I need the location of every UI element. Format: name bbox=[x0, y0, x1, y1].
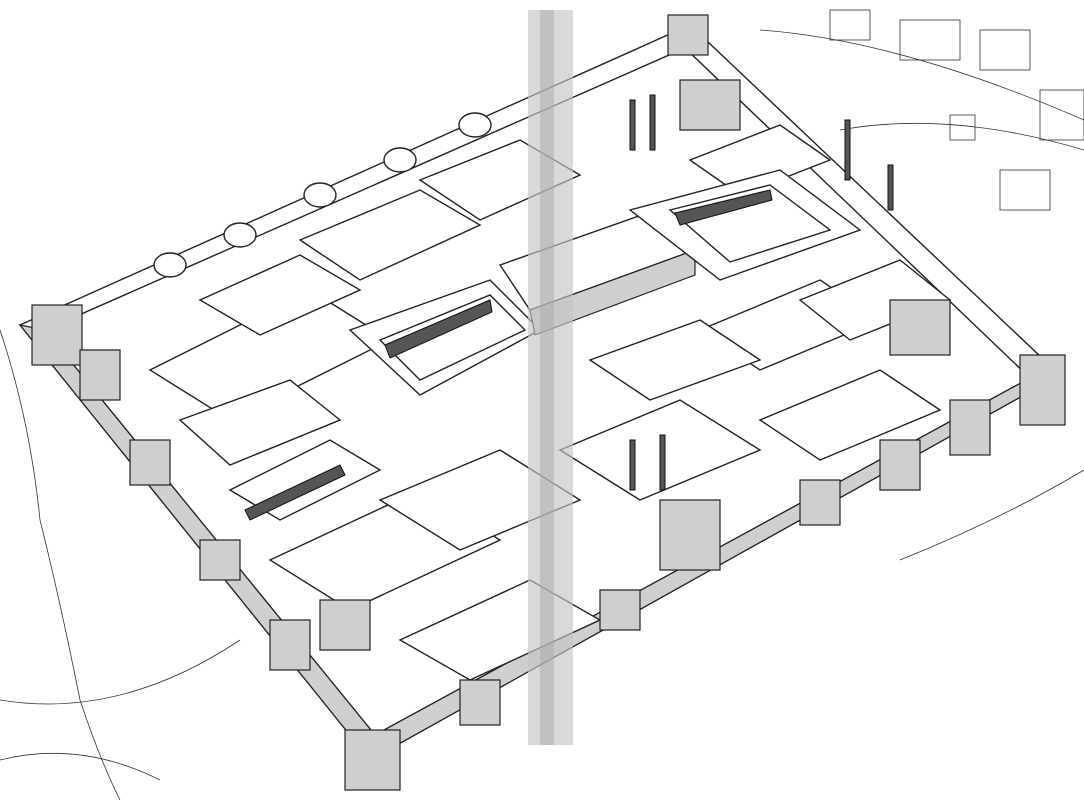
tower bbox=[303, 182, 337, 208]
wall-towers bbox=[31, 14, 1066, 791]
tower bbox=[79, 349, 121, 401]
tower bbox=[383, 147, 417, 173]
tower bbox=[889, 299, 951, 356]
tower bbox=[31, 304, 83, 366]
tower bbox=[319, 599, 371, 651]
tower bbox=[153, 252, 187, 278]
tower bbox=[949, 399, 991, 456]
tower bbox=[459, 679, 501, 726]
tower bbox=[879, 439, 921, 491]
tower bbox=[129, 439, 171, 486]
tower bbox=[199, 539, 241, 581]
scan-fold-shadow bbox=[540, 10, 554, 745]
terrain-lines bbox=[0, 29, 1084, 801]
distant-buildings bbox=[829, 9, 1084, 211]
tower bbox=[223, 222, 257, 248]
obelisks bbox=[629, 94, 894, 491]
tower bbox=[659, 499, 721, 571]
temple-court-east bbox=[628, 169, 862, 281]
tower bbox=[269, 619, 311, 671]
tower bbox=[344, 729, 401, 791]
tower bbox=[667, 14, 709, 56]
columned-hall bbox=[228, 439, 382, 521]
tower bbox=[599, 589, 641, 631]
tower bbox=[679, 79, 741, 131]
tower bbox=[458, 112, 492, 138]
tower bbox=[799, 479, 841, 526]
tower bbox=[1019, 354, 1066, 426]
